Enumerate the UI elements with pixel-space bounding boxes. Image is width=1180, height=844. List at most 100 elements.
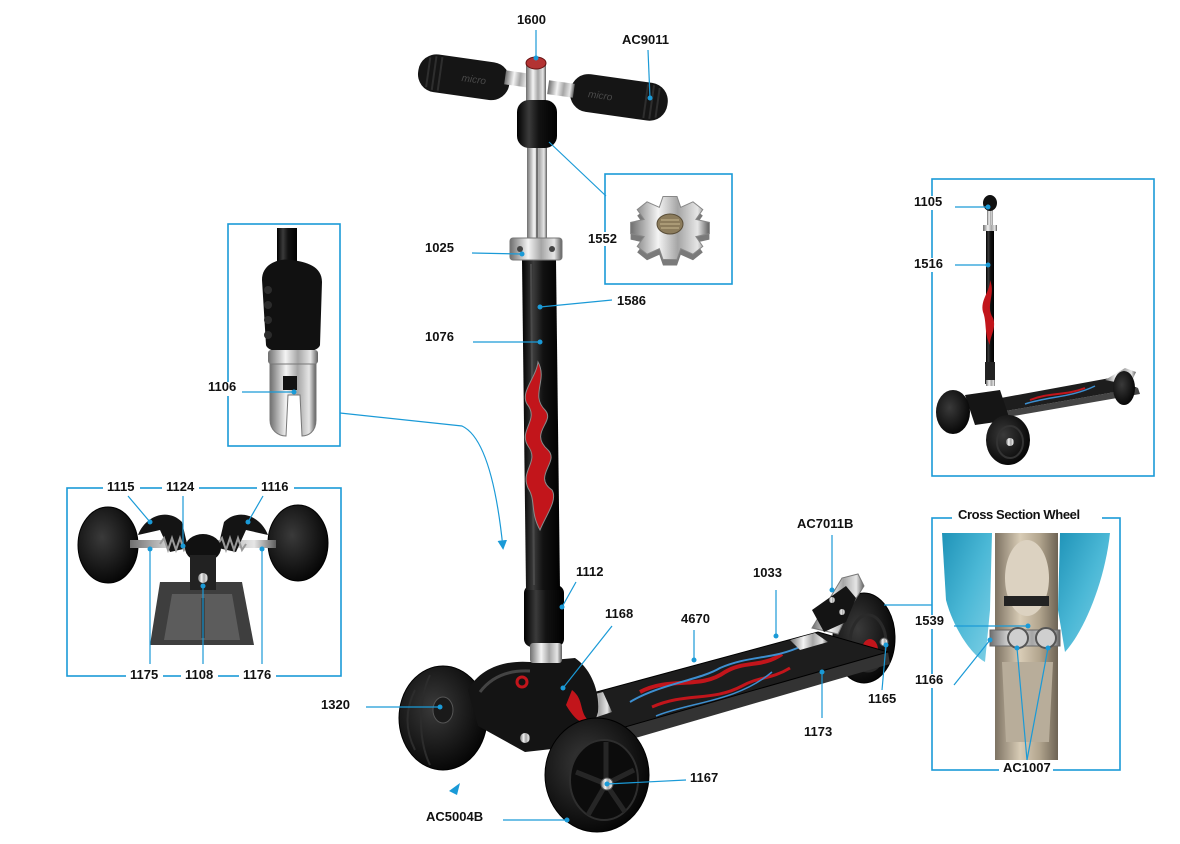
mini-front-wheel-back [936,390,970,434]
part-number-label: 1105 [914,194,942,209]
part-number-label: 1516 [914,256,943,271]
part-number-label: 1173 [804,724,832,739]
part-number-label: 1106 [208,379,236,394]
detail-right-arm [218,514,268,552]
part-number-label: AC9011 [622,32,669,47]
deck-side [590,652,890,750]
front-wheel-detail-panel: 1115 1124 1116 1175 1108 1176 [66,479,342,682]
mini-rear-wheel [1113,371,1135,405]
section-bar [1004,596,1049,606]
deck-flame-graphic [651,666,791,709]
part-number-label: 1166 [915,672,943,687]
part-number-label: 1167 [690,770,718,785]
mini-deck-graphic [1024,385,1096,405]
clamp-screw [517,246,523,252]
pointer-triangle [449,783,460,795]
steering-base [468,658,599,752]
part-number-label: AC5004B [426,809,483,824]
cross-section-panel: Cross Section Wheel 1539 1166 AC1007 [911,507,1121,776]
bearing [1035,627,1057,649]
part-number-label: 1552 [588,231,617,246]
clamp-screw [549,246,555,252]
part-number-label: 1025 [425,240,454,255]
full-view-frame [931,178,1155,477]
bearing [1007,627,1029,649]
grip-detail-collar [268,350,318,364]
part-number-label: 1320 [321,697,350,712]
part-number-label: 1586 [617,293,646,308]
part-number-label: 1176 [243,667,271,682]
wheel-tread [406,689,416,751]
grip-logo: micro [587,89,613,103]
wheel-tread [420,674,431,766]
handlebar-housing [517,100,557,148]
left-fender [942,533,992,662]
detail-right-spring [217,534,247,554]
left-grip: micro [417,54,510,101]
part-number-label: 1124 [166,479,195,494]
mini-deck-side [1000,388,1140,418]
deck-top [577,631,890,738]
grip-detail-panel: 1106 [204,223,341,447]
base-red-cap [515,675,529,689]
part-number-label: AC7011B [797,516,853,531]
part-number-label: 1116 [261,479,289,494]
deck-blue-graphic [629,645,803,703]
grip-detail-frame [227,223,341,447]
part-number-label: 1168 [605,606,633,621]
main-scooter-illustration: micro micro [398,54,896,833]
mini-front-hub [1006,438,1014,446]
crossbar-right [547,80,575,98]
part-number-label: 1115 [107,479,135,494]
right-grip: micro [570,74,668,121]
detail-pivot-screw [198,573,208,583]
nut-detail-panel: 1552 [584,173,733,285]
grip-logo: micro [461,73,487,87]
part-number-label: 1175 [130,667,158,682]
part-number-label: 1076 [425,329,454,344]
grip-detail-body [262,259,322,354]
grip-detail-fork [269,363,317,437]
mini-joint-ring [986,380,995,386]
mini-collar [983,225,997,231]
front-axle-bolt [520,733,530,743]
mini-front-rim [996,425,1024,459]
wheel-section-lower [1002,662,1053,742]
nut-thread [660,219,680,229]
part-number-label: 1600 [517,12,546,27]
deck-flame-graphic [639,652,784,694]
part-number-label: 1165 [868,691,896,706]
deck-blue-graphic [655,671,773,717]
detail-right-wheel [267,504,329,582]
grip-ribs [264,286,272,339]
brake-screw [829,597,835,603]
right-fender [1058,533,1110,652]
tube-flame-decal [524,360,554,532]
part-number-label: AC1007 [1003,760,1051,775]
detail-left-wheel [77,506,139,584]
brake-screw [839,609,845,615]
main-leader-lines [339,30,932,823]
part-number-label: 1108 [185,667,213,682]
left-front-hub [432,696,454,724]
mini-stem-top [987,210,993,232]
cross-section-title: Cross Section Wheel [958,507,1080,522]
base-flame [566,690,590,723]
base-highlight [478,669,531,693]
deck-rear-plate [790,633,828,650]
part-number-label: 1033 [753,565,782,580]
fork-slot [283,376,297,390]
mini-flame [982,280,995,345]
mini-front-base [965,390,1010,425]
nut-detail-frame [604,173,733,285]
stem-joint [524,585,564,647]
crossbar-left [504,70,531,88]
mini-knob [983,195,997,211]
stem-joint-ring [530,643,562,663]
handlebar-post [526,62,546,107]
part-number-label: 1112 [576,564,604,579]
grip-detail-pole [277,228,297,266]
full-view-panel: 1105 1516 [910,178,1155,477]
part-number-label: 4670 [681,611,710,626]
